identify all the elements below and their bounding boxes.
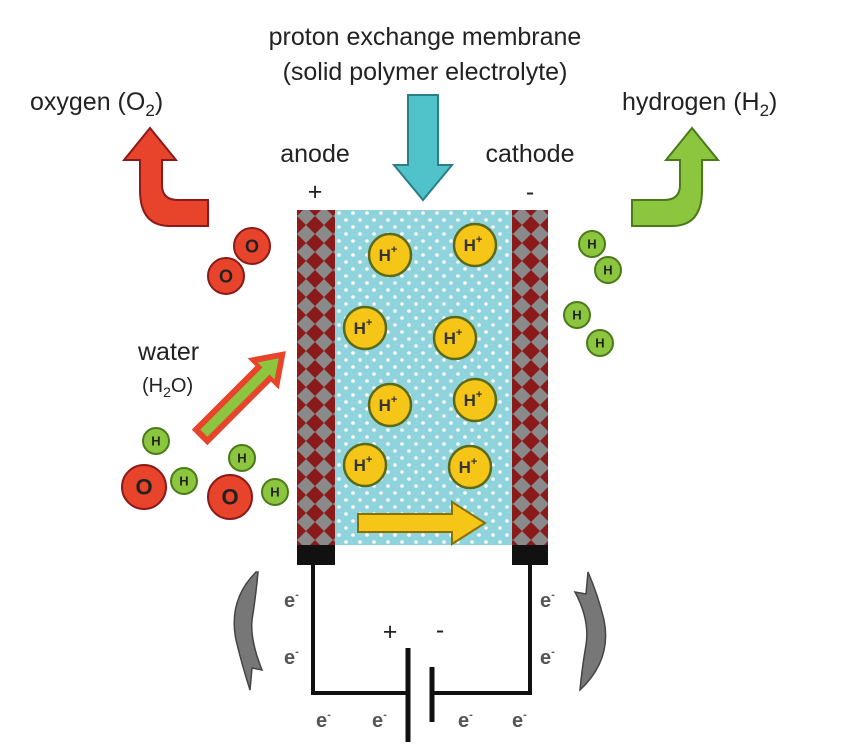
hydrogen-atom-symbol: H: [151, 434, 160, 449]
hydrogen-atom: H: [563, 301, 591, 329]
proton-label: H+: [444, 327, 463, 348]
hydrogen-atom-symbol: H: [270, 485, 279, 500]
hydrogen-atom-circle: [563, 301, 591, 329]
electron-flow-left-arrow-icon: [233, 571, 264, 691]
electron-label: e-: [512, 709, 527, 732]
hydrogen-atom-symbol: H: [587, 237, 596, 252]
circuit: [311, 565, 532, 695]
oxygen-atom: O: [233, 227, 271, 265]
proton-circle: [342, 442, 388, 488]
proton-label: H+: [379, 394, 398, 415]
proton-label: H+: [464, 389, 483, 410]
hydrogen-out-arrow-icon: [631, 126, 721, 227]
hydrogen-atom-circle: [170, 467, 198, 495]
hydrogen-atom: H: [594, 256, 622, 284]
electron-label: e-: [316, 709, 331, 732]
electron-label: e-: [458, 709, 473, 732]
proton-circle: [452, 222, 498, 268]
hydrogen-atom: H: [142, 427, 170, 455]
water-in-arrow-icon: [191, 351, 286, 446]
cathode-terminal: [512, 545, 548, 565]
hydrogen-atom: H: [228, 444, 256, 472]
hydrogen-atom: H: [170, 467, 198, 495]
hydrogen-atom-symbol: H: [572, 308, 581, 323]
battery-plus: +: [383, 618, 398, 646]
hydrogen-label: hydrogen (H2): [622, 88, 777, 120]
proton: H+: [367, 232, 413, 278]
proton-circle: [367, 382, 413, 428]
water-label: water: [137, 338, 199, 366]
electron-flow-right-arrow-icon: [573, 571, 607, 692]
electron-label: e-: [540, 589, 555, 612]
proton: H+: [342, 442, 388, 488]
cathode-sign: -: [526, 178, 534, 206]
hydrogen-atom-circle: [261, 478, 289, 506]
hydrogen-atom-symbol: H: [603, 263, 612, 278]
oxygen-atom-circle: [121, 464, 167, 510]
proton-flow-arrow-icon: [357, 500, 487, 546]
proton-label: H+: [354, 317, 373, 338]
hydrogen-atom: H: [578, 230, 606, 258]
proton: H+: [342, 305, 388, 351]
proton-label: H+: [354, 454, 373, 475]
oxygen-atom-circle: [207, 257, 245, 295]
oxygen-atom-symbol: O: [245, 236, 259, 256]
hydrogen-atom-symbol: H: [237, 451, 246, 466]
anode-terminal: [297, 545, 335, 565]
proton-circle: [432, 315, 478, 361]
water-formula: (H2O): [142, 375, 193, 400]
proton-circle: [342, 305, 388, 351]
proton: H+: [447, 444, 493, 490]
membrane-pointer-arrow-icon: [391, 94, 455, 202]
cathode-electrode: [512, 210, 548, 545]
anode-electrode: [297, 210, 335, 545]
oxygen-label: oxygen (O2): [30, 88, 163, 120]
oxygen-atom: O: [207, 257, 245, 295]
electron-label: e-: [540, 646, 555, 669]
oxygen-atom-symbol: O: [221, 485, 238, 510]
oxygen-atom: O: [207, 474, 253, 520]
proton-label: H+: [464, 234, 483, 255]
hydrogen-atom-circle: [142, 427, 170, 455]
title-line-1: proton exchange membrane: [269, 23, 582, 51]
proton: H+: [452, 222, 498, 268]
electron-label: e-: [372, 709, 387, 732]
anode-label: anode: [280, 140, 350, 168]
proton-circle: [447, 444, 493, 490]
hydrogen-atom-circle: [586, 329, 614, 357]
hydrogen-atom-circle: [228, 444, 256, 472]
electron-label: e-: [284, 589, 299, 612]
oxygen-molecule: OO: [207, 227, 271, 295]
electron-label: e-: [284, 646, 299, 669]
hydrogen-atom: H: [261, 478, 289, 506]
proton-circle: [452, 377, 498, 423]
proton: H+: [452, 377, 498, 423]
electrons: e-e-e-e-e-e-e-e-: [284, 589, 555, 732]
protons: H+ H+ H+ H+ H+ H+ H+ H+: [342, 222, 498, 490]
proton-label: H+: [459, 456, 478, 477]
hydrogen-atom-circle: [594, 256, 622, 284]
water-molecules: H O H H O H: [121, 427, 289, 520]
oxygen-atom-circle: [207, 474, 253, 520]
hydrogen-atom-circle: [578, 230, 606, 258]
hydrogen-atom: H: [586, 329, 614, 357]
proton: H+: [432, 315, 478, 361]
oxygen-out-arrow-icon: [121, 126, 209, 227]
oxygen-atom: O: [121, 464, 167, 510]
proton-circle: [367, 232, 413, 278]
cathode-label: cathode: [486, 140, 575, 168]
title-line-2: (solid polymer electrolyte): [283, 58, 568, 86]
oxygen-atom-symbol: O: [135, 475, 152, 500]
oxygen-atom-symbol: O: [219, 266, 233, 286]
proton-label: H+: [379, 244, 398, 265]
battery-minus: -: [436, 616, 444, 644]
hydrogen-atom-symbol: H: [179, 474, 188, 489]
proton: H+: [367, 382, 413, 428]
hydrogen-atom-symbol: H: [595, 336, 604, 351]
anode-sign: +: [308, 178, 323, 206]
oxygen-atom-circle: [233, 227, 271, 265]
